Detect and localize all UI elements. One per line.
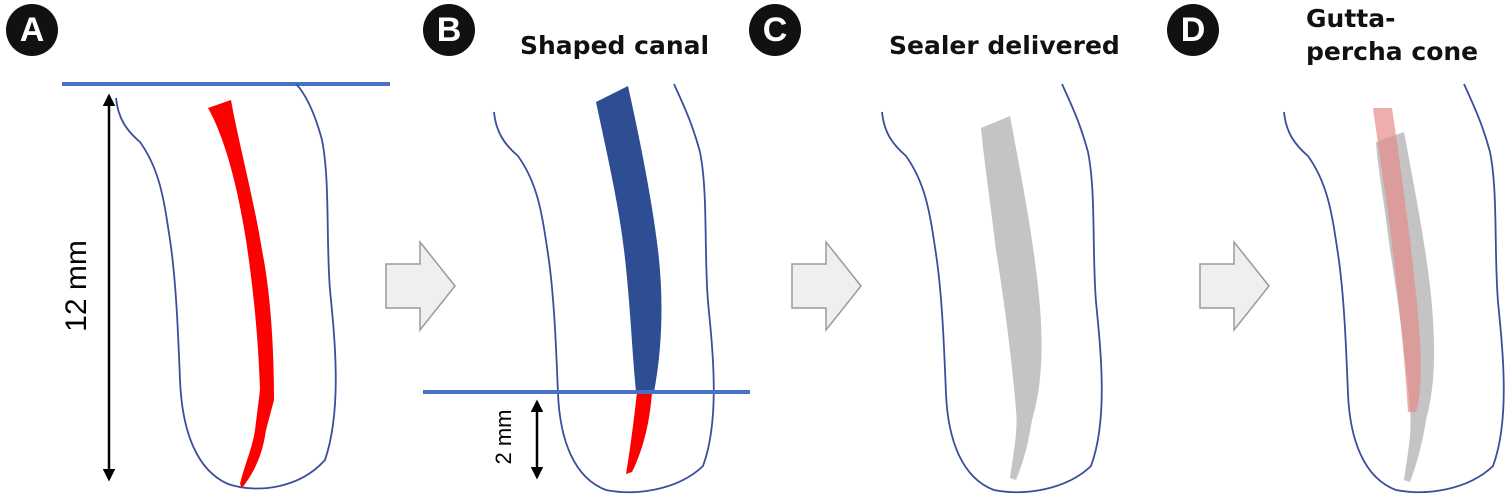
- root-canal: [208, 100, 274, 488]
- shaped-canal: [596, 86, 662, 392]
- panel-a: [62, 82, 390, 490]
- length-label-2mm: 2 mm: [491, 409, 516, 465]
- panel-label-a: A: [6, 4, 58, 56]
- right-arrow-icon: [1199, 239, 1270, 333]
- right-arrow-icon: [385, 239, 456, 333]
- panel-label-c: C: [749, 4, 801, 56]
- apical-canal: [626, 392, 652, 474]
- root-outline: [1283, 83, 1505, 494]
- caption-gutta-percha-cone: Gutta-percha cone: [1306, 4, 1479, 66]
- length-label-12mm: 12 mm: [60, 240, 93, 332]
- root-outline: [881, 83, 1103, 494]
- sealer: [981, 116, 1042, 480]
- root-outline: [115, 83, 337, 490]
- gutta-percha-cone: [1373, 108, 1421, 412]
- right-arrow-icon: [791, 239, 862, 333]
- caption-sealer-delivered: Sealer delivered: [889, 31, 1120, 60]
- panel-label-b: B: [423, 4, 475, 56]
- caption-shaped-canal: Shaped canal: [520, 31, 710, 60]
- panel-c: [881, 83, 1103, 494]
- panel-d: [1283, 83, 1505, 494]
- root-outline: [493, 83, 715, 494]
- panel-label-d: D: [1167, 4, 1219, 56]
- panel-b: [423, 83, 750, 494]
